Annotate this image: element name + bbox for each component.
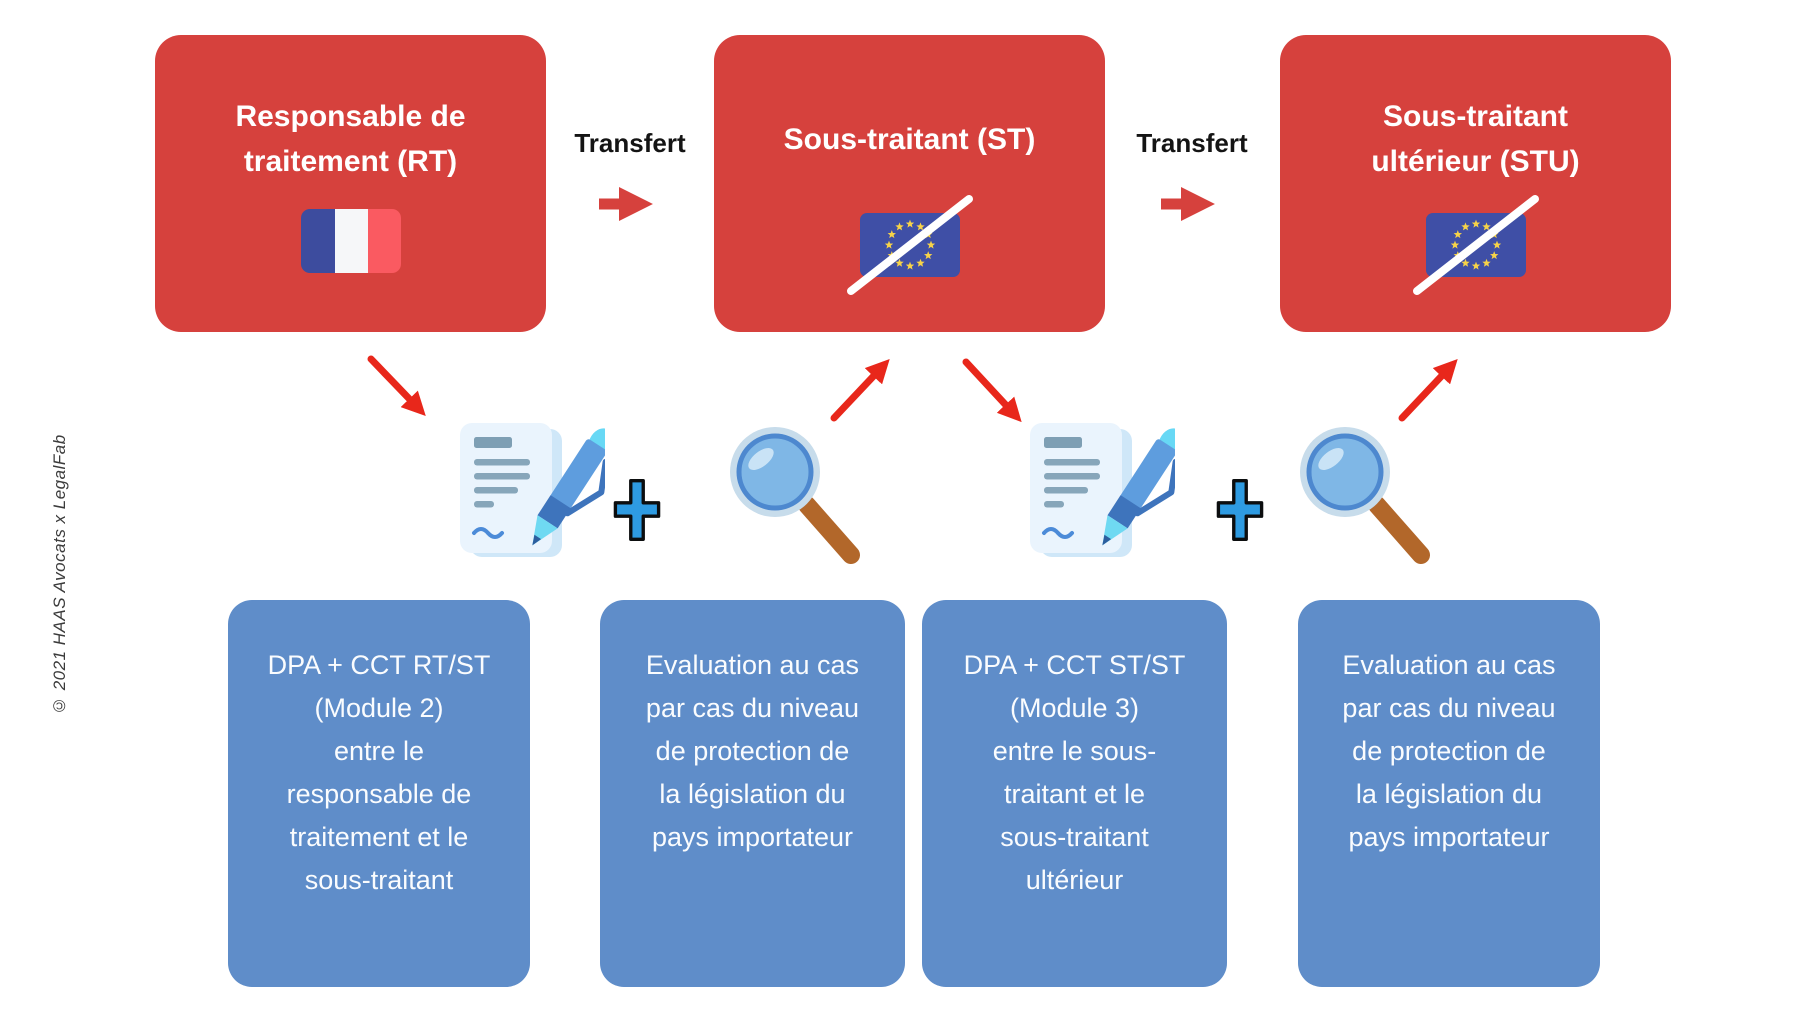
eu-flag-crossed-icon xyxy=(1412,195,1539,295)
blue-box-line: ultérieur xyxy=(1025,865,1124,895)
blue-box-line: DPA + CCT RT/ST xyxy=(267,650,491,680)
subprocessor-title-line1: Sous-traitant xyxy=(1382,100,1568,133)
blue-box-line: responsable de xyxy=(286,779,472,809)
plus-icon xyxy=(1216,479,1264,541)
transfer-arrow-right-2 xyxy=(1161,186,1215,222)
controller-box: Responsable de traitement (RT) xyxy=(155,35,546,332)
france-flag-icon xyxy=(300,209,401,273)
pen-icon xyxy=(1102,428,1175,546)
blue-box-line: Evaluation au cas xyxy=(1342,650,1556,680)
blue-box-line: sous-traitant xyxy=(304,865,454,895)
contract-and-pen-icon xyxy=(1030,423,1175,557)
transfer-label-1: Transfert xyxy=(574,128,686,158)
arrow-processor-to-contract xyxy=(962,358,1022,423)
blue-box-line: la législation du xyxy=(659,779,846,809)
plus-icon xyxy=(613,479,661,541)
processor-box: Sous-traitant (ST) xyxy=(714,35,1105,332)
blue-box-line: entre le xyxy=(333,736,425,766)
blue-box-line: entre le sous- xyxy=(992,736,1157,766)
blue-box-line: de protection de xyxy=(1352,736,1546,766)
transfer-label-2: Transfert xyxy=(1136,128,1248,158)
blue-box-line: traitement et le xyxy=(289,822,469,852)
blue-box-line: par cas du niveau xyxy=(645,693,860,723)
blue-box-line: DPA + CCT ST/ST xyxy=(963,650,1186,680)
eu-flag-crossed-icon xyxy=(846,195,973,295)
processor-title: Sous-traitant (ST) xyxy=(784,93,1036,185)
arrow-controller-to-contract xyxy=(367,355,426,417)
arrow-assessment-to-subprocessor xyxy=(1398,358,1458,422)
blue-box-line: par cas du niveau xyxy=(1342,693,1556,723)
evaluation-box-1: Evaluation au cas par cas du niveau de p… xyxy=(600,600,905,987)
dpa-cct-st-st-box: DPA + CCT ST/ST (Module 3) entre le sous… xyxy=(922,600,1227,987)
controller-title-line1: Responsable de xyxy=(235,100,466,133)
blue-box-line: (Module 2) xyxy=(314,693,444,723)
contract-and-pen-icon xyxy=(460,423,605,557)
blue-box-line: la législation du xyxy=(1355,779,1543,809)
blue-box-line: sous-traitant xyxy=(1000,822,1149,852)
processor-title-line1: Sous-traitant (ST) xyxy=(783,122,1036,156)
subprocessor-title-line2: ultérieur (STU) xyxy=(1371,145,1580,178)
subprocessor-title: Sous-traitant ultérieur (STU) xyxy=(1371,93,1579,185)
dpa-cct-rt-st-box: DPA + CCT RT/ST (Module 2) entre le resp… xyxy=(228,600,530,987)
magnifying-glass-icon xyxy=(730,427,860,564)
controller-title: Responsable de traitement (RT) xyxy=(235,93,465,185)
subprocessor-box: Sous-traitant ultérieur (STU) xyxy=(1280,35,1671,332)
blue-box-line: traitant et le xyxy=(1003,779,1146,809)
blue-box-line: pays importateur xyxy=(1348,822,1550,852)
transfer-arrow-right-1 xyxy=(599,186,653,222)
blue-box-line: pays importateur xyxy=(651,822,854,852)
blue-box-line: Evaluation au cas xyxy=(645,650,860,680)
magnifying-glass-icon xyxy=(1300,427,1430,564)
controller-title-line2: traitement (RT) xyxy=(243,145,458,178)
blue-box-line: (Module 3) xyxy=(1009,693,1140,723)
arrow-assessment-to-processor xyxy=(830,358,890,422)
copyright-note: © 2021 HAAS Avocats x LegalFab xyxy=(50,434,69,715)
evaluation-box-2: Evaluation au cas par cas du niveau de p… xyxy=(1298,600,1600,987)
blue-box-line: de protection de xyxy=(655,736,850,766)
pen-icon xyxy=(532,428,605,546)
